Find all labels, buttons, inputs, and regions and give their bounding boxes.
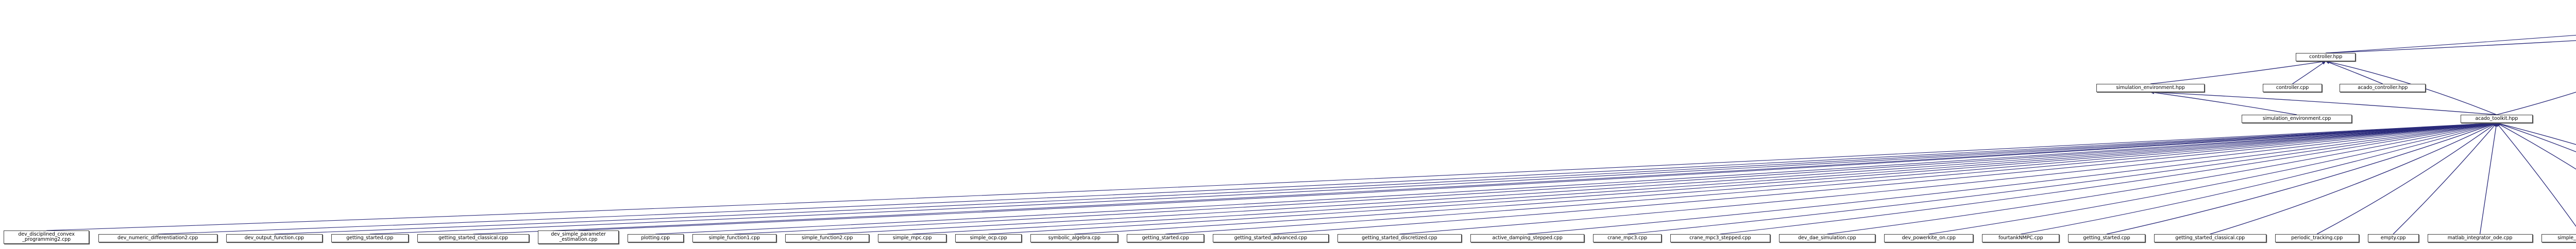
graph-node[interactable]: simple_function2.cpp (785, 234, 870, 242)
graph-edge (2292, 61, 2327, 84)
graph-node[interactable]: dev_disciplined_convex _programming2.cpp (3, 230, 90, 244)
graph-edge (1074, 122, 2497, 235)
graph-node[interactable]: simple_ocp.cpp (955, 234, 1022, 242)
graph-node[interactable]: getting_started_advanced.cpp (1213, 234, 1329, 242)
graph-node[interactable]: simulation_environment.hpp (2096, 84, 2205, 92)
graph-node[interactable]: getting_started.cpp (331, 234, 409, 242)
graph-node[interactable]: dev_dae_simulation.cpp (1778, 234, 1875, 242)
graph-node[interactable]: fourtankNMPC.cpp (1982, 234, 2060, 242)
graph-edge (2393, 122, 2497, 235)
graph-node[interactable]: simple_function1.cpp (692, 234, 776, 242)
graph-edge (827, 122, 2497, 235)
graph-node[interactable]: simulation_environment.cpp (2241, 115, 2352, 123)
graph-edge (2496, 122, 2576, 170)
graph-edge (2325, 61, 2383, 84)
graph-node[interactable]: dev_numeric_differentiation2.cpp (98, 234, 217, 242)
graph-edge (2496, 122, 2576, 145)
graph-node[interactable]: plotting.cpp (627, 234, 684, 242)
graph-edge (1720, 122, 2497, 235)
graph-node[interactable]: getting_started_discretized.cpp (1337, 234, 1462, 242)
graph-edge (2496, 122, 2576, 227)
graph-edge (1399, 122, 2497, 235)
graph-edge (2150, 91, 2297, 115)
graph-node[interactable]: matlab_integrator_ode.cpp (2427, 234, 2533, 242)
graph-edge (2150, 91, 2497, 115)
graph-node[interactable]: dev_simple_parameter _estimation.cpp (538, 230, 619, 244)
graph-node[interactable]: crane_mpc3.cpp (1593, 234, 1662, 242)
graph-node[interactable]: periodic_tracking.cpp (2275, 234, 2359, 242)
graph-edge (1165, 122, 2497, 235)
graph-node[interactable]: crane_mpc3_stepped.cpp (1670, 234, 1770, 242)
graph-edge (2106, 122, 2497, 235)
graph-edge (158, 122, 2497, 235)
graph-edge (2496, 92, 2576, 115)
graph-node[interactable]: controller.cpp (2262, 84, 2323, 92)
graph-edge (2326, 40, 2576, 54)
graph-node[interactable]: simple_function.cpp (2541, 234, 2576, 242)
graph-edge (912, 122, 2497, 235)
graph-node[interactable]: getting_started_classical.cpp (417, 234, 530, 242)
graph-node[interactable]: symbolic_algebra.cpp (1030, 234, 1118, 242)
graph-node[interactable]: dev_output_function.cpp (226, 234, 323, 242)
graph-node[interactable]: empty.cpp (2367, 234, 2419, 242)
graph-edge (734, 122, 2497, 235)
graph-edge (1270, 122, 2497, 235)
graph-edge (2021, 122, 2497, 235)
graph-edge (2210, 122, 2497, 235)
graph-edge (578, 122, 2497, 231)
graph-edge (988, 122, 2497, 235)
graph-edge (2316, 122, 2497, 235)
graph-edge (274, 122, 2497, 235)
graph-node[interactable]: getting_started_classical.cpp (2154, 234, 2266, 242)
graph-edge (1827, 122, 2497, 235)
graph-node[interactable]: active_damping_stepped.cpp (1470, 234, 1585, 242)
graph-node[interactable]: getting_started.cpp (1127, 234, 1205, 242)
graph-node[interactable]: acado_controller.hpp (2340, 84, 2426, 92)
graph-edge (2326, 34, 2576, 54)
graph-edge (46, 122, 2497, 231)
graph-node[interactable]: dev_powerkite_on.cpp (1884, 234, 1974, 242)
graph-edge (2150, 60, 2327, 84)
graph-node[interactable]: controller.hpp (2296, 53, 2356, 61)
graph-edge (1527, 122, 2497, 235)
graph-node[interactable]: simple_mpc.cpp (878, 234, 946, 242)
graph-edge (1928, 122, 2497, 235)
graph-edge (369, 122, 2497, 235)
graph-edge (655, 122, 2497, 235)
graph-edge (2479, 122, 2498, 235)
graph-edge (2496, 122, 2576, 152)
graph-node[interactable]: getting_started.cpp (2068, 234, 2145, 242)
graph-edge (473, 122, 2497, 235)
graph-edge (1627, 122, 2497, 235)
graph-node[interactable]: acado_toolkit.hpp (2461, 115, 2533, 123)
